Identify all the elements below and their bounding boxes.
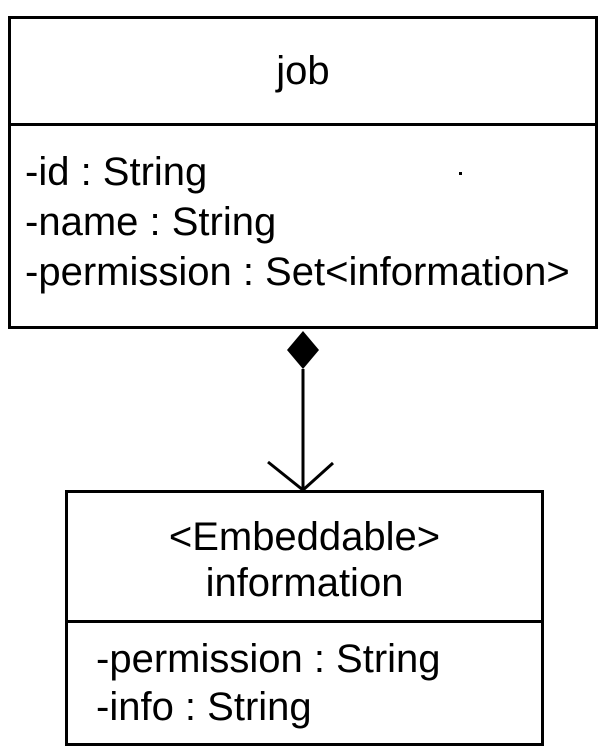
class-box-information: <Embeddable> information -permission : S… [65,490,544,746]
class-attributes-information: -permission : String -info : String [68,623,541,743]
class-header-information: <Embeddable> information [68,493,541,623]
class-attributes-job: -id : String -name : String -permission … [11,126,595,326]
class-name-information: information [205,560,404,605]
open-arrowhead-icon [267,460,335,492]
attribute-permission-set: -permission : Set<information> [25,250,570,294]
attribute-permission: -permission : String [96,637,441,681]
attribute-info: -info : String [96,685,312,729]
attribute-id: -id : String [25,150,208,194]
attribute-name: -name : String [25,200,277,244]
class-stereotype-embeddable: <Embeddable> [168,514,441,559]
class-header-job: job [11,19,595,126]
stray-dot-artifact [459,172,462,175]
class-box-job: job -id : String -name : String -permiss… [8,16,598,329]
composition-diamond-icon [287,331,319,369]
class-name-job: job [276,49,330,93]
